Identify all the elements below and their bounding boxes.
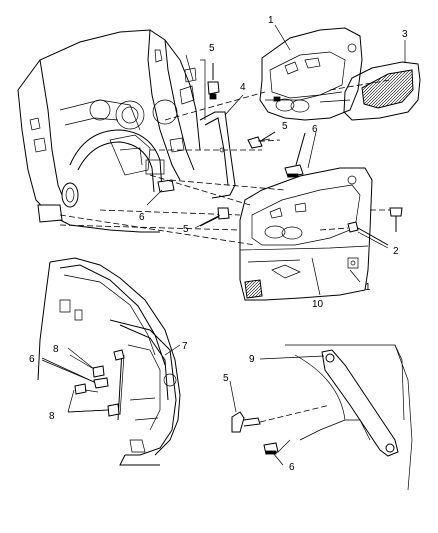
fasteners-lower-left xyxy=(41,354,120,417)
vehicle-rear-body xyxy=(17,29,236,233)
callout-5-top: 5 xyxy=(209,43,215,54)
callout-6-right: 6 xyxy=(312,124,318,135)
callout-4: 4 xyxy=(240,82,246,93)
callout-3: 3 xyxy=(402,29,408,40)
callout-8-bottom: 8 xyxy=(49,411,55,422)
callout-5-bolt: 5 xyxy=(223,373,229,384)
callout-6-left: 6 xyxy=(139,212,145,223)
callout-9: 9 xyxy=(249,354,255,365)
d-pillar-body xyxy=(37,257,181,466)
callout-6-lowerleft: 6 xyxy=(29,354,35,365)
callout-5-middle: 5 xyxy=(282,121,288,132)
callout-8-top: 8 xyxy=(53,344,59,355)
screw-fastener-lower xyxy=(199,207,230,227)
callout-6-bottom: 6 xyxy=(289,462,295,473)
callout-10: 10 xyxy=(312,299,324,310)
brace-assembly xyxy=(284,344,413,491)
callout-1-lower: 1 xyxy=(365,282,371,293)
clip-retainer-right xyxy=(284,132,306,178)
screw-fastener-middle xyxy=(247,131,276,149)
push-pin-fastener xyxy=(347,207,403,246)
bolt-fastener xyxy=(231,404,331,433)
callout-labels: 1 3 5 4 5 6 6 5 2 10 1 7 8 6 8 9 5 6 xyxy=(29,15,408,473)
callout-2: 2 xyxy=(393,246,399,257)
clip-retainer-bottom xyxy=(263,439,291,455)
leader-lines xyxy=(41,24,406,466)
screw-fastener-top xyxy=(207,63,220,100)
speaker-grille xyxy=(343,61,421,121)
callout-7: 7 xyxy=(182,341,188,352)
callout-1-upper: 1 xyxy=(268,15,274,26)
callout-5-lower: 5 xyxy=(183,224,189,235)
quarter-trim-panel-upper xyxy=(259,27,363,121)
